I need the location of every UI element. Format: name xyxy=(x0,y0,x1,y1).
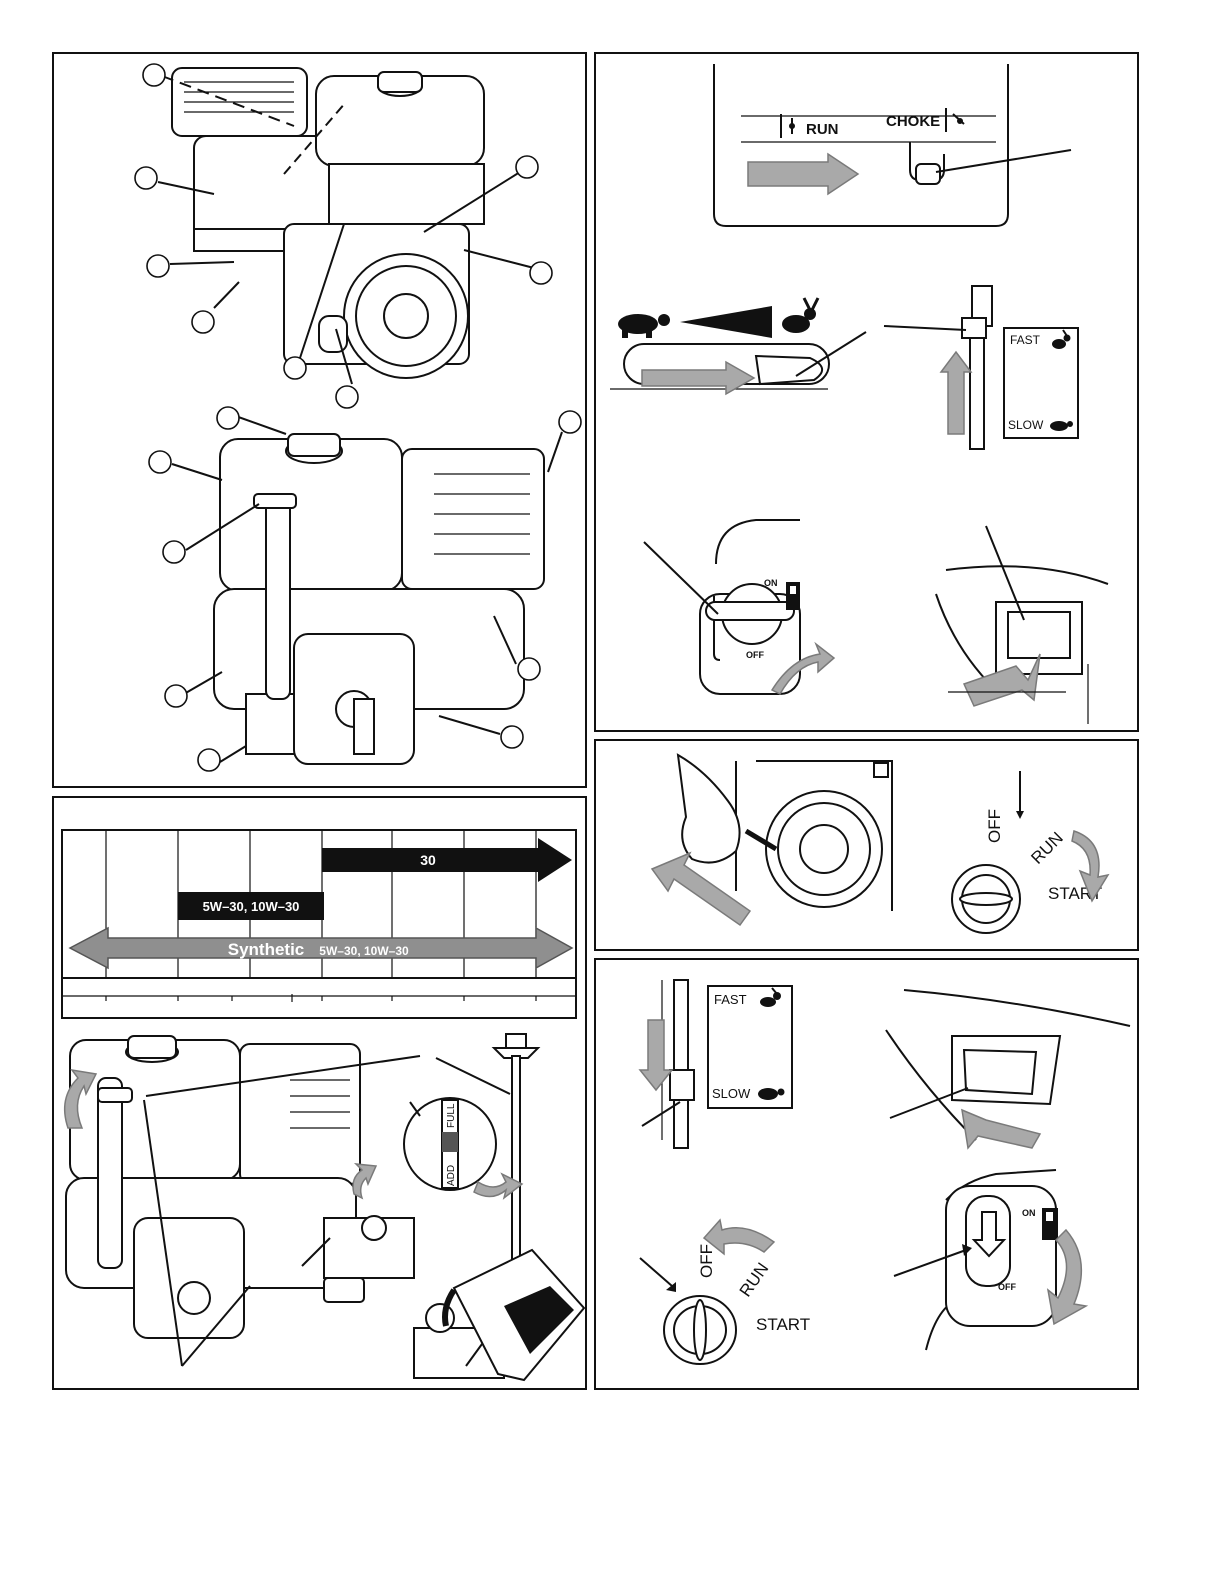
choke-lever-illustration: RUN CHOKE xyxy=(714,64,1071,226)
stop-key-off-label: OFF xyxy=(697,1244,716,1278)
stop-switch-2[interactable] xyxy=(964,1050,1036,1094)
turtle-icon xyxy=(618,314,670,338)
recoil-start-illustration xyxy=(652,755,892,925)
choke-choke-label: CHOKE xyxy=(886,113,940,130)
stop-fast-label: FAST xyxy=(714,992,747,1007)
speed-wedge xyxy=(680,306,772,338)
oil-fill-engine-illustration xyxy=(65,1036,420,1366)
stop-fuel-on-label: ON xyxy=(1022,1208,1036,1218)
dipstick-cap[interactable] xyxy=(98,1088,132,1102)
throttle-slider-handle[interactable] xyxy=(962,318,986,338)
oil-bar-synthetic-label: Synthetic xyxy=(228,940,305,959)
stop-switch[interactable] xyxy=(1008,612,1070,658)
throttle-down-arrow xyxy=(640,1020,672,1090)
engine-side-view xyxy=(149,407,581,771)
throttle-up-arrow xyxy=(941,352,971,434)
key-off-label: OFF xyxy=(985,809,1004,843)
oil-bar-5w30-label: 5W–30, 10W–30 xyxy=(203,899,300,914)
starting-controls-panel: RUN CHOKE xyxy=(594,52,1139,732)
switch-press-arrow-2 xyxy=(962,1110,1040,1148)
choke-run-label: RUN xyxy=(806,121,839,138)
stop-key-start-label: START xyxy=(756,1315,810,1334)
throttle-slow-label: SLOW xyxy=(1008,418,1044,432)
oil-panel: 30 5W–30, 10W–30 Synthetic 5W–30, 10W–30 xyxy=(52,796,587,1390)
rabbit-icon xyxy=(782,298,818,333)
throttle-plate-illustration: FAST SLOW xyxy=(884,286,1078,449)
engine-top-view xyxy=(135,64,552,408)
start-engine-drawing: OFF RUN START xyxy=(596,741,1137,949)
starting-controls-drawing: RUN CHOKE xyxy=(596,54,1137,730)
throttle-lever-illustration xyxy=(610,298,866,394)
throttle-slow-illustration: FAST SLOW xyxy=(640,980,792,1148)
stop-key-run-label: RUN xyxy=(736,1259,773,1300)
fuel-off-label: OFF xyxy=(746,650,764,660)
fuel-valve-illustration: ON OFF xyxy=(644,520,834,694)
throttle-lever[interactable] xyxy=(756,356,822,384)
key-switch-illustration: OFF RUN START xyxy=(952,771,1108,933)
fuel-pump-icon xyxy=(1042,1208,1058,1240)
stop-engine-drawing: FAST SLOW OFF RUN START xyxy=(596,960,1137,1388)
dipstick-full-label: FULL xyxy=(446,1103,457,1128)
fuel-on-label: ON xyxy=(764,578,778,588)
dipstick-add-label: ADD xyxy=(446,1165,457,1186)
oil-bar-30-label: 30 xyxy=(420,852,436,868)
key-off-illustration: OFF RUN START xyxy=(640,1220,810,1364)
oil-bar-synthetic-grades: 5W–30, 10W–30 xyxy=(319,944,409,958)
stop-switch-illustration xyxy=(936,526,1108,724)
throttle-fast-label: FAST xyxy=(1010,333,1041,347)
stop-switch-press-illustration xyxy=(886,990,1130,1148)
fuel-pump-icon xyxy=(786,582,800,610)
stop-slow-label: SLOW xyxy=(712,1086,751,1101)
fuel-valve-off-illustration: ON OFF xyxy=(894,1170,1086,1350)
stop-fuel-off-label: OFF xyxy=(998,1282,1016,1292)
oil-fill-tube xyxy=(98,1078,122,1268)
stop-engine-panel: FAST SLOW OFF RUN START xyxy=(594,958,1139,1390)
oil-drawing: 30 5W–30, 10W–30 Synthetic 5W–30, 10W–30 xyxy=(54,798,585,1388)
oil-viscosity-chart: 30 5W–30, 10W–30 Synthetic 5W–30, 10W–30 xyxy=(62,830,576,1018)
hand xyxy=(678,755,740,863)
engine-parts-drawing xyxy=(54,54,585,786)
key-run-label: RUN xyxy=(1027,828,1066,867)
throttle-slider-handle-stop[interactable] xyxy=(670,1070,694,1100)
engine-parts-panel xyxy=(52,52,587,788)
start-engine-panel: OFF RUN START xyxy=(594,739,1139,951)
